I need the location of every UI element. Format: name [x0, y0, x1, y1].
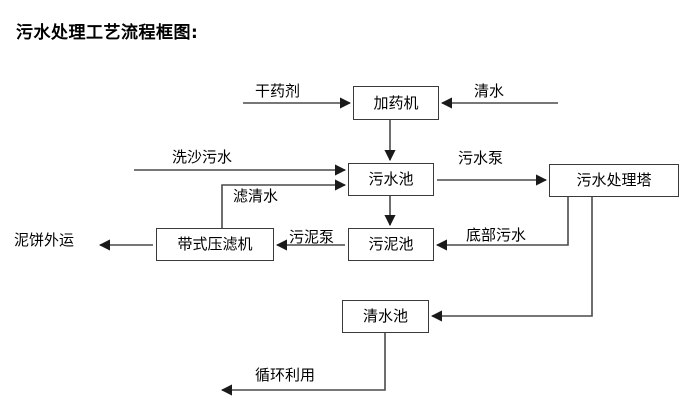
edge-label-recycle-reuse: 循环利用	[255, 366, 316, 384]
node-label: 清水池	[362, 307, 408, 325]
node-label: 污水池	[368, 170, 414, 188]
node-label: 污水处理塔	[576, 171, 652, 189]
node-belt-filter-press[interactable]: 带式压滤机	[156, 228, 274, 261]
edge-label-sand-wash-sewage: 洗沙污水	[172, 148, 233, 166]
edge-label-sewage-pump: 污水泵	[458, 149, 504, 167]
node-dosing-machine[interactable]: 加药机	[353, 86, 439, 120]
edge-label-mud-cake-export: 泥饼外运	[14, 231, 75, 249]
edge-label-filtered-water: 滤清水	[233, 187, 279, 205]
node-label: 加药机	[373, 93, 419, 112]
node-treatment-tower[interactable]: 污水处理塔	[549, 164, 679, 197]
page-title: 污水处理工艺流程框图:	[16, 23, 199, 43]
edge-label-sludge-pump: 污泥泵	[289, 228, 335, 246]
edge-label-dry-chemical: 干药剂	[255, 82, 301, 100]
node-sewage-pool[interactable]: 污水池	[348, 163, 434, 196]
node-clear-water-pool[interactable]: 清水池	[342, 300, 429, 333]
node-sludge-pool[interactable]: 污泥池	[348, 228, 434, 261]
node-label: 污泥池	[368, 235, 414, 253]
node-label: 带式压滤机	[177, 235, 253, 253]
edge-label-bottom-sewage: 底部污水	[466, 226, 527, 244]
edge-label-clean-water-input: 清水	[474, 82, 505, 100]
